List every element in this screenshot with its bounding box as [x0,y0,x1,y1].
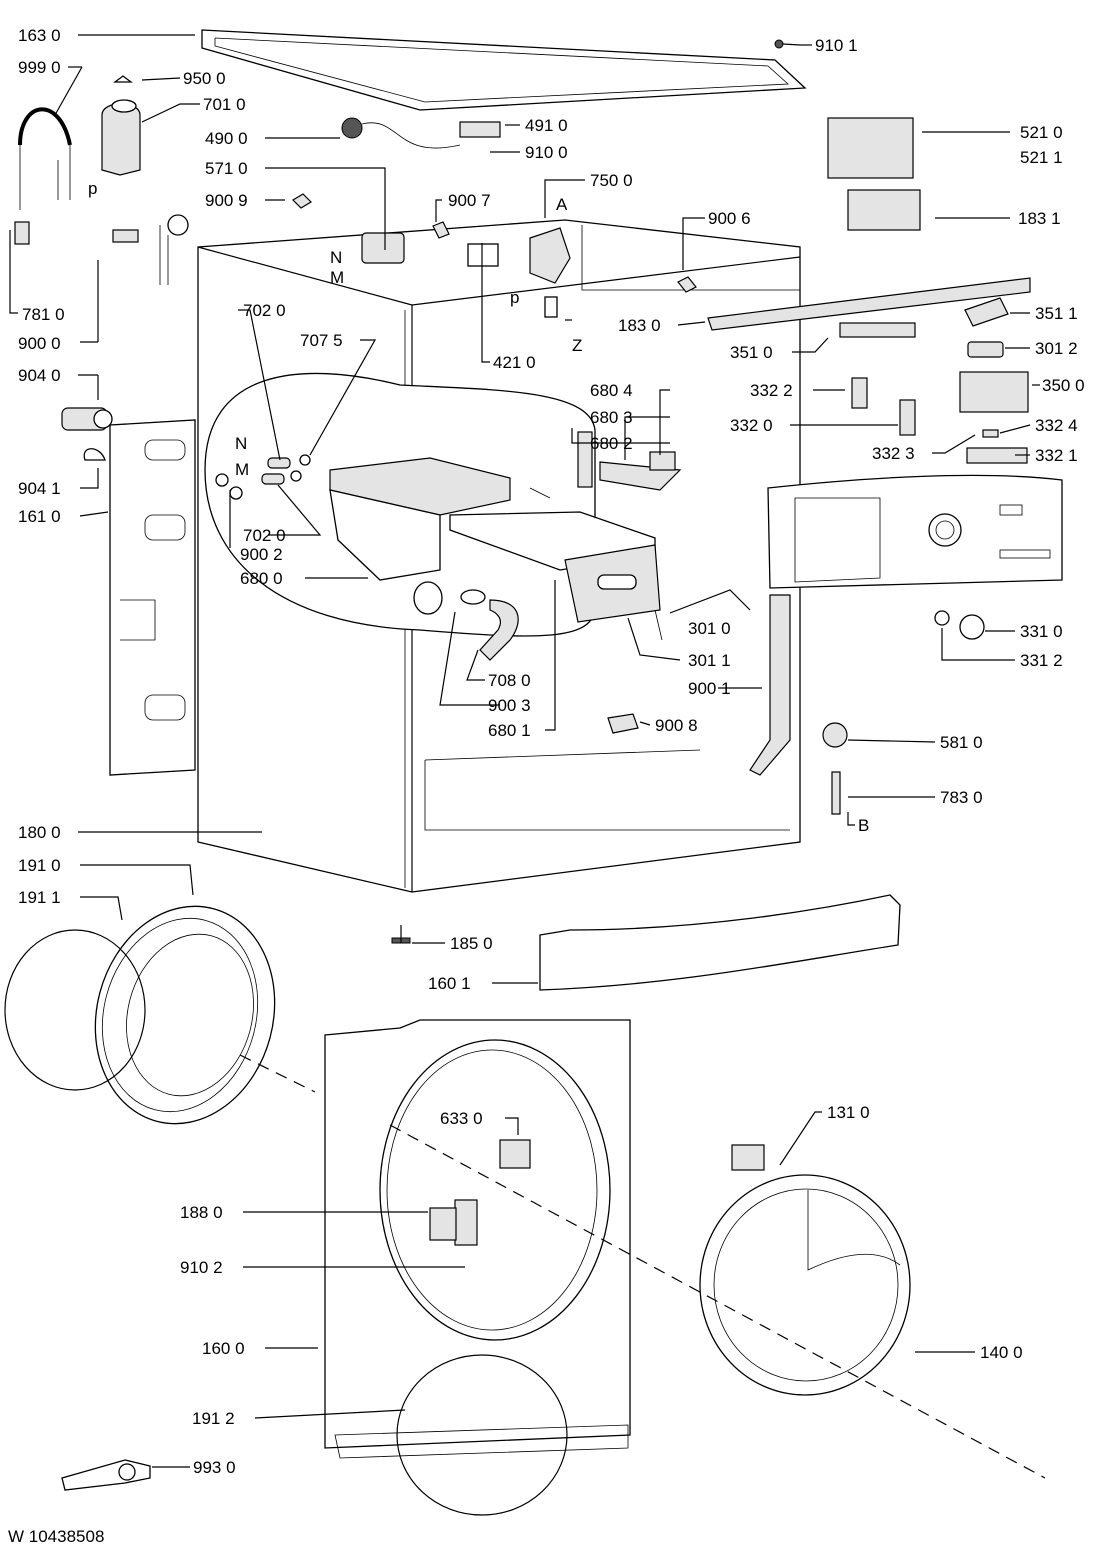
label-490-0: 490 0 [205,129,248,148]
label-707-5: 707 5 [300,331,343,350]
label-p-left: p [88,179,97,198]
label-781-0: 781 0 [22,305,65,324]
label-m-mid: M [235,460,249,479]
label-161-0: 161 0 [18,507,61,526]
label-z: Z [572,336,582,355]
leader-lines [9,34,1040,1468]
label-701-0: 701 0 [203,95,246,114]
label-332-2: 332 2 [750,381,793,400]
label-191-1: 191 1 [18,888,61,907]
label-188-0: 188 0 [180,1203,223,1222]
label-521-1: 521 1 [1020,148,1063,167]
label-900-2: 900 2 [240,545,283,564]
axis-line-upper [239,1054,316,1093]
label-332-3: 332 3 [872,444,915,463]
label-331-0: 331 0 [1020,622,1063,641]
label-702-0-top: 702 0 [243,301,286,320]
label-910-1: 910 1 [815,36,858,55]
label-904-0: 904 0 [18,366,61,385]
label-633-0: 633 0 [440,1109,483,1128]
label-m-top: M [330,268,344,287]
label-351-1: 351 1 [1035,304,1078,323]
label-183-0: 183 0 [618,316,661,335]
label-680-4: 680 4 [590,381,633,400]
label-160-0: 160 0 [202,1339,245,1358]
label-783-0: 783 0 [940,788,983,807]
label-163-0: 163 0 [18,26,61,45]
label-993-0: 993 0 [193,1458,236,1477]
label-581-0: 581 0 [940,733,983,752]
label-131-0: 131 0 [827,1103,870,1122]
label-183-1: 183 1 [1018,209,1061,228]
label-680-3: 680 3 [590,408,633,427]
label-140-0: 140 0 [980,1343,1023,1362]
label-p-pump: p [510,288,519,307]
label-900-7: 900 7 [448,191,491,210]
label-999-0: 999 0 [18,58,61,77]
label-191-0: 191 0 [18,856,61,875]
label-160-1: 160 1 [428,974,471,993]
label-900-3: 900 3 [488,696,531,715]
label-301-2: 301 2 [1035,339,1078,358]
axis-line-lower [389,1124,1046,1479]
label-900-8: 900 8 [655,716,698,735]
label-904-1: 904 1 [18,479,61,498]
label-680-2: 680 2 [590,434,633,453]
label-331-2: 331 2 [1020,651,1063,670]
label-521-0: 521 0 [1020,123,1063,142]
label-421-0: 421 0 [493,353,536,372]
label-910-2: 910 2 [180,1258,223,1277]
label-185-0: 185 0 [450,934,493,953]
label-301-0: 301 0 [688,619,731,638]
label-351-0: 351 0 [730,343,773,362]
label-900-6: 900 6 [708,209,751,228]
label-708-0: 708 0 [488,671,531,690]
label-571-0: 571 0 [205,159,248,178]
label-180-0: 180 0 [18,823,61,842]
part-labels: 163 0 999 0 950 0 701 0 490 0 491 0 910 … [8,26,1085,1546]
label-191-2: 191 2 [192,1409,235,1428]
label-350-0: 350 0 [1042,376,1085,395]
label-n-top: N [330,248,342,267]
label-950-0: 950 0 [183,69,226,88]
label-702-0-bottom: 702 0 [243,526,286,545]
label-680-0: 680 0 [240,569,283,588]
label-910-0: 910 0 [525,143,568,162]
label-900-0: 900 0 [18,334,61,353]
label-332-4: 332 4 [1035,416,1078,435]
label-332-1: 332 1 [1035,446,1078,465]
label-332-0: 332 0 [730,416,773,435]
label-900-1: 900 1 [688,679,731,698]
label-491-0: 491 0 [525,116,568,135]
label-a: A [556,195,568,214]
label-900-9: 900 9 [205,191,248,210]
part-shapes [4,29,1063,1516]
label-301-1: 301 1 [688,651,731,670]
label-680-1: 680 1 [488,721,531,740]
doc-code: W 10438508 [8,1527,104,1546]
label-b: B [858,816,869,835]
label-n-mid: N [235,434,247,453]
label-750-0: 750 0 [590,171,633,190]
